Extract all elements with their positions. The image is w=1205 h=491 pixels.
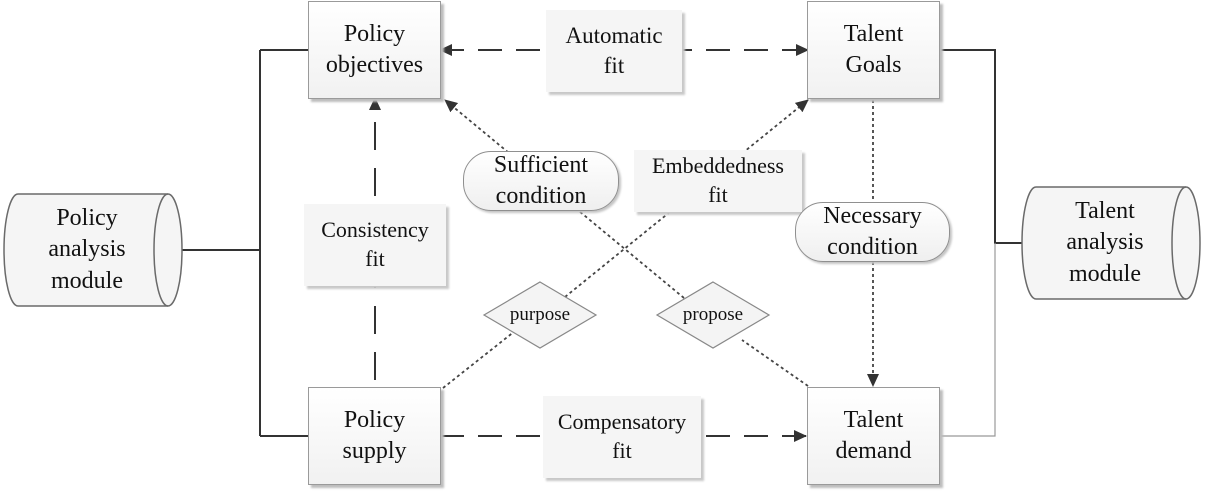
talent-demand-node: Talent demand	[807, 387, 940, 485]
talent-module-bracket	[940, 49, 1022, 244]
sufficient-condition-text: Sufficient condition	[493, 151, 589, 209]
talent-goals-label: Talent Goals	[843, 20, 904, 78]
talent-goals-node: Talent Goals	[807, 1, 940, 99]
automatic-fit-text: Automatic fit	[565, 23, 663, 78]
talent-demand-label: Talent demand	[835, 406, 912, 464]
automatic-fit-label: Automatic fit	[546, 10, 682, 92]
policy-objectives-label: Policy objectives	[325, 20, 424, 78]
consistency-fit-label: Consistency fit	[304, 204, 446, 286]
embeddedness-fit-label: Embeddedness fit	[634, 150, 802, 212]
sufficient-condition-line-b	[444, 99, 685, 299]
sufficient-condition-pill: Sufficient condition	[463, 151, 619, 211]
embeddedness-line-a	[442, 330, 516, 389]
talent-module-shape	[1021, 186, 1201, 300]
embeddedness-fit-text: Embeddedness fit	[652, 153, 784, 207]
talent-demand-bracket	[940, 243, 996, 437]
policy-module-bracket	[182, 49, 308, 437]
policy-supply-label: Policy supply	[342, 406, 407, 464]
propose-diamond	[655, 281, 771, 349]
necessary-condition-text: Necessary condition	[823, 202, 922, 260]
policy-supply-node: Policy supply	[308, 387, 441, 485]
policy-objectives-node: Policy objectives	[308, 1, 441, 99]
policy-module-shape	[3, 193, 183, 307]
compensatory-fit-text: Compensatory fit	[557, 409, 687, 463]
compensatory-fit-label: Compensatory fit	[543, 396, 701, 478]
necessary-condition-pill: Necessary condition	[795, 202, 950, 262]
consistency-fit-text: Consistency fit	[321, 217, 429, 271]
sufficient-condition-line-a	[741, 339, 809, 387]
purpose-diamond	[482, 281, 598, 349]
